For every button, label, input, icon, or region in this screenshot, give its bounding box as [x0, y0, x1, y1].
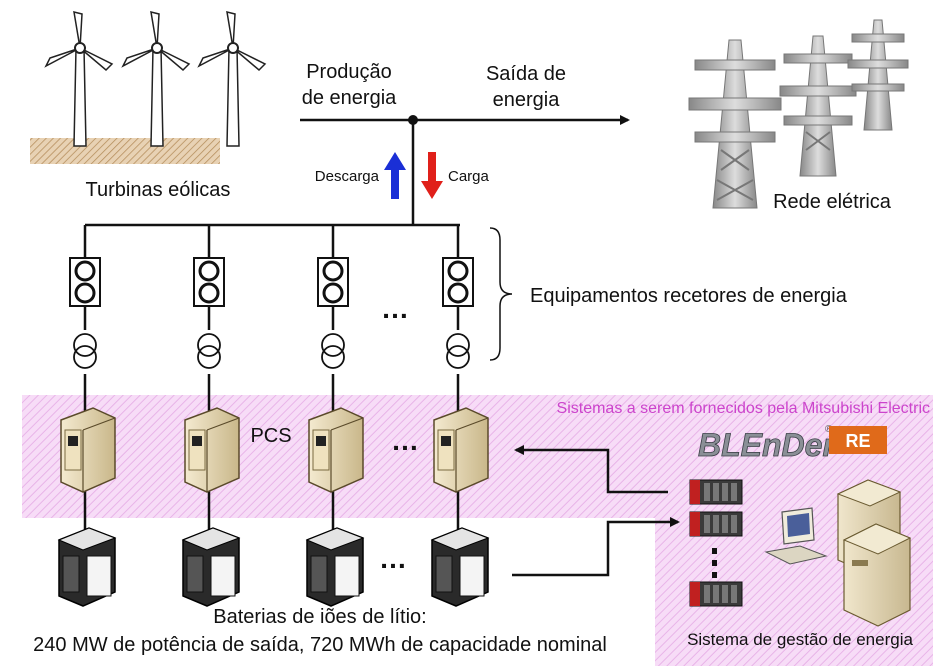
transformer-icon [446, 330, 470, 374]
battery-monitor-arrow [512, 517, 680, 577]
ems-label: Sistema de gestão de energia [687, 630, 913, 649]
battery-cabinet-icon [57, 527, 117, 607]
discharge-label: Descarga [315, 168, 380, 185]
circuit-breaker-icon [69, 257, 101, 307]
server-icon [842, 523, 912, 627]
receivers-brace [489, 227, 513, 361]
pcs-cabinet-icon [60, 407, 116, 493]
pcs-cabinet-icon [433, 407, 489, 493]
output-label-line2: energia [493, 89, 561, 111]
batteries-label-line2: 240 MW de potência de saída, 720 MWh de … [33, 634, 607, 656]
plc-controller-icon [689, 511, 743, 537]
pcs-cabinet-icon [308, 407, 364, 493]
transformer-icon [197, 330, 221, 374]
pcs-ellipsis: … [391, 425, 419, 456]
production-label-line1: Produção [306, 61, 392, 83]
plc-controller-icon [689, 581, 743, 607]
blender-logo-badge [829, 426, 887, 454]
blender-logo-text: BLEnDer [698, 427, 836, 463]
receivers-ellipsis: … [381, 293, 409, 324]
battery-cabinet-icon [181, 527, 241, 607]
turbines-label: Turbinas eólicas [86, 179, 231, 201]
battery-cabinet-icon [430, 527, 490, 607]
transmission-tower-icon [847, 19, 909, 131]
transmission-tower-icon [688, 39, 782, 209]
charge-arrow-icon [421, 152, 443, 199]
discharge-arrow-icon [384, 152, 406, 199]
pcs-cabinet-icon [184, 407, 240, 493]
wind-turbine-icon [44, 10, 114, 147]
feeders [57, 225, 490, 607]
blender-logo-badge-text: RE [845, 431, 870, 451]
plc-controller-icon [689, 479, 743, 505]
pcs-label: PCS [250, 425, 291, 447]
battery-ellipsis: … [379, 543, 407, 574]
battery-cabinet-icon [305, 527, 365, 607]
batteries-label-line1: Baterias de iões de lítio: [213, 606, 426, 628]
receivers-label: Equipamentos recetores de energia [530, 285, 848, 307]
production-label-line2: de energia [302, 87, 397, 109]
pcs-control-arrow [514, 445, 668, 494]
circuit-breaker-icon [317, 257, 349, 307]
grid-label: Rede elétrica [773, 191, 892, 213]
charge-label: Carga [448, 168, 490, 185]
circuit-breaker-icon [442, 257, 474, 307]
supply-zone-label: Sistemas a serem fornecidos pela Mitsubi… [557, 400, 930, 417]
wind-turbines [30, 10, 267, 164]
output-label-line1: Saída de [486, 63, 566, 85]
plc-ellipsis [712, 548, 717, 578]
wind-turbine-icon [121, 10, 191, 147]
wind-turbine-icon [197, 10, 267, 147]
computer-icon [764, 507, 828, 565]
transformer-icon [73, 330, 97, 374]
transmission-tower-icon [779, 35, 857, 177]
transmission-towers [688, 19, 909, 209]
circuit-breaker-icon [193, 257, 225, 307]
energy-management-system [689, 479, 912, 627]
transformer-icon [321, 330, 345, 374]
blender-logo: BLEnDer ® RE [698, 424, 887, 463]
turbine-ground [30, 138, 220, 164]
